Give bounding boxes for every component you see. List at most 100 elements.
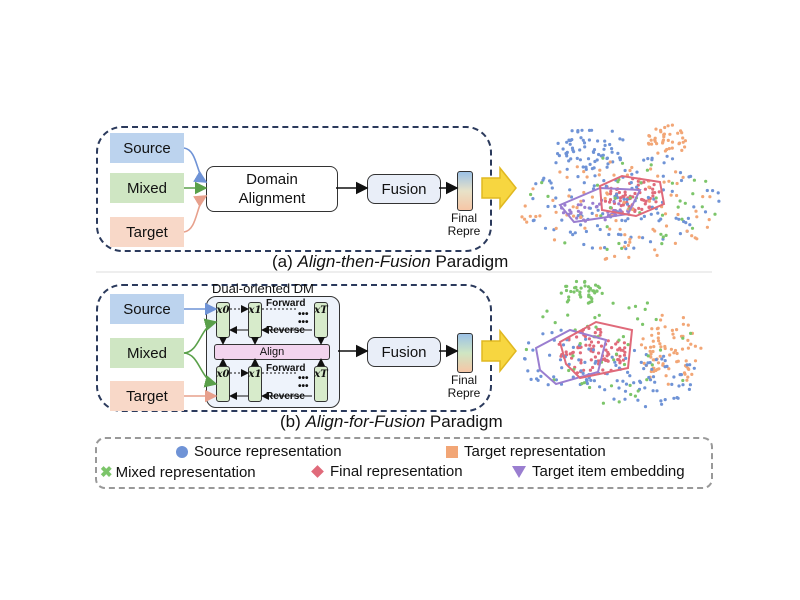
scatter-point xyxy=(581,165,585,169)
scatter-point xyxy=(688,223,692,227)
scatter-point xyxy=(685,363,689,367)
scatter-point xyxy=(622,341,627,345)
b-yellow-arrow-icon xyxy=(481,328,517,374)
a-source-arrow xyxy=(183,147,208,183)
scatter-point xyxy=(683,139,688,143)
scatter-point xyxy=(686,323,690,327)
scatter-point xyxy=(661,235,665,239)
scatter-point xyxy=(579,369,583,373)
scatter-point xyxy=(664,224,669,228)
scatter-point xyxy=(647,134,651,138)
scatter-point xyxy=(649,167,653,171)
legend-source-label: Source representation xyxy=(194,443,342,460)
scatter-point xyxy=(603,196,607,201)
scatter-point xyxy=(676,212,680,217)
scatter-point xyxy=(596,208,600,212)
scatter-point xyxy=(662,161,666,165)
scatter-point xyxy=(548,179,552,183)
scatter-point xyxy=(582,381,587,385)
scatter-point xyxy=(628,196,632,200)
scatter-point xyxy=(623,190,627,194)
scatter-point xyxy=(662,180,666,184)
scatter-point xyxy=(684,359,688,363)
scatter-point xyxy=(624,356,628,360)
scatter-point xyxy=(629,181,633,185)
scatter-point xyxy=(651,349,655,354)
scatter-point xyxy=(606,162,610,166)
scatter-point xyxy=(660,242,664,246)
scatter-point xyxy=(613,254,617,258)
scatter-point xyxy=(551,198,555,202)
scatter-point xyxy=(565,300,570,304)
scatter-point xyxy=(643,307,647,311)
scatter-point xyxy=(589,378,593,382)
scatter-point xyxy=(687,367,691,371)
scatter-point xyxy=(610,150,614,154)
scatter-point xyxy=(664,374,668,378)
caption-b-italic: Align-for-Fusion xyxy=(305,412,426,431)
scatter-point xyxy=(671,332,675,336)
scatter-point xyxy=(554,226,558,230)
scatter-point xyxy=(638,379,642,383)
scatter-point xyxy=(587,128,592,132)
scatter-point xyxy=(644,199,648,203)
scatter-point xyxy=(635,170,639,174)
scatter-point xyxy=(655,389,659,393)
scatter-point xyxy=(583,226,587,230)
scatter-point xyxy=(594,283,598,287)
scatter-point xyxy=(637,206,641,210)
align-bar: Align xyxy=(214,344,330,360)
scatter-point xyxy=(620,218,624,222)
scatter-point xyxy=(568,142,572,146)
scatter-point xyxy=(693,359,698,363)
scatter-point xyxy=(670,146,674,150)
scatter-point xyxy=(691,192,695,196)
scatter-point xyxy=(623,397,627,401)
scatter-point xyxy=(567,159,571,163)
scatter-point xyxy=(670,382,674,386)
scatter-point xyxy=(556,152,560,156)
scatter-point xyxy=(652,183,656,187)
scatter-point xyxy=(621,335,626,339)
scatter-point xyxy=(663,325,667,329)
scatter-point xyxy=(692,366,696,370)
scatter-point xyxy=(685,378,689,382)
scatter-point xyxy=(582,170,586,174)
scatter-point xyxy=(565,140,569,144)
scatter-point xyxy=(523,217,527,221)
scatter-point xyxy=(676,205,680,209)
scatter-point xyxy=(577,358,581,362)
scatter-point xyxy=(648,378,653,382)
scatter-point xyxy=(624,382,629,386)
a-final-hull xyxy=(598,174,666,218)
scatter-point xyxy=(631,195,635,199)
scatter-point xyxy=(658,348,663,352)
a-yellow-arrow-icon xyxy=(481,165,517,211)
scatter-point xyxy=(690,226,695,230)
scatter-point xyxy=(642,158,646,162)
scatter-point xyxy=(683,201,687,205)
scatter-point xyxy=(561,147,565,151)
scatter-point xyxy=(599,214,603,218)
scatter-point xyxy=(661,363,665,367)
scatter-point xyxy=(603,143,607,147)
scatter-point xyxy=(567,138,571,142)
panel-a-caption: (a) Align-then-Fusion Paradigm xyxy=(272,252,508,272)
scatter-point xyxy=(646,141,651,145)
scatter-point xyxy=(674,170,678,174)
scatter-point xyxy=(534,214,538,219)
scatter-point xyxy=(653,138,657,142)
scatter-point xyxy=(617,338,621,342)
scatter-point xyxy=(581,371,585,375)
scatter-point xyxy=(651,187,655,191)
scatter-point xyxy=(640,197,644,202)
scatter-point xyxy=(689,342,693,346)
scatter-point xyxy=(599,154,603,158)
scatter-point xyxy=(678,232,683,236)
panel-a-fusion-label: Fusion xyxy=(381,180,427,198)
scatter-point xyxy=(639,217,643,221)
scatter-point xyxy=(675,193,679,198)
scatter-point xyxy=(626,243,631,247)
scatter-point xyxy=(652,345,656,349)
scatter-point xyxy=(617,190,622,195)
